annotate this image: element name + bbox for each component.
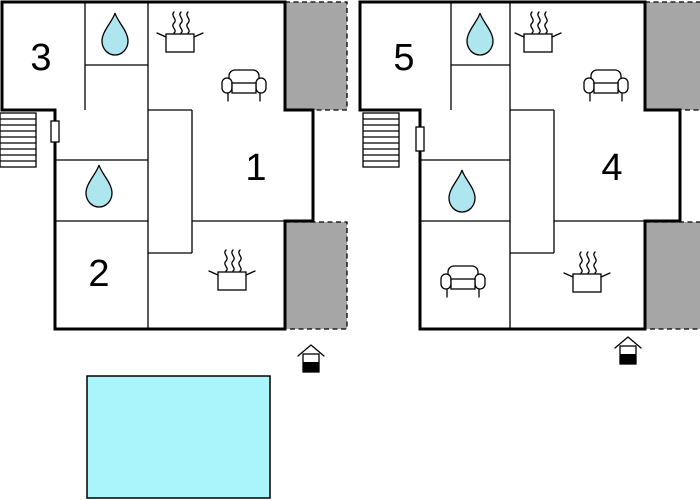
water-drop-icon xyxy=(466,12,494,56)
terrace-b-bottom xyxy=(644,221,700,330)
swimming-pool xyxy=(86,375,271,499)
unit-a-partitions xyxy=(55,2,285,329)
window-marker xyxy=(415,126,425,152)
cooking-pot-icon xyxy=(514,11,562,53)
terrace-b-top xyxy=(644,1,700,111)
unit-b: 5 4 xyxy=(358,0,700,365)
stairs-icon xyxy=(362,112,400,168)
room-number-5: 5 xyxy=(393,37,414,79)
sofa-icon xyxy=(221,69,267,102)
room-number-3: 3 xyxy=(30,37,51,79)
cooking-pot-icon xyxy=(563,251,611,293)
sofa-icon xyxy=(583,69,629,102)
room-number-2: 2 xyxy=(88,253,109,295)
room-number-1: 1 xyxy=(245,147,266,189)
window-marker xyxy=(50,120,60,143)
cooking-pot-icon xyxy=(208,249,256,291)
cooking-pot-icon xyxy=(156,11,204,53)
unit-b-partitions xyxy=(420,2,645,329)
water-drop-icon xyxy=(448,169,476,213)
stairs-icon xyxy=(0,112,37,168)
entrance-icon xyxy=(614,336,642,365)
unit-a: 3 1 2 xyxy=(0,0,348,373)
sofa-icon xyxy=(440,265,486,298)
unit-b-outer-wall xyxy=(358,0,682,331)
water-drop-icon xyxy=(101,12,129,56)
terrace-a-bottom xyxy=(284,221,348,330)
water-drop-icon xyxy=(85,164,113,208)
unit-a-outer-wall xyxy=(0,0,315,331)
room-number-4: 4 xyxy=(601,147,622,189)
terrace-a-top xyxy=(284,1,348,111)
entrance-icon xyxy=(297,344,325,373)
